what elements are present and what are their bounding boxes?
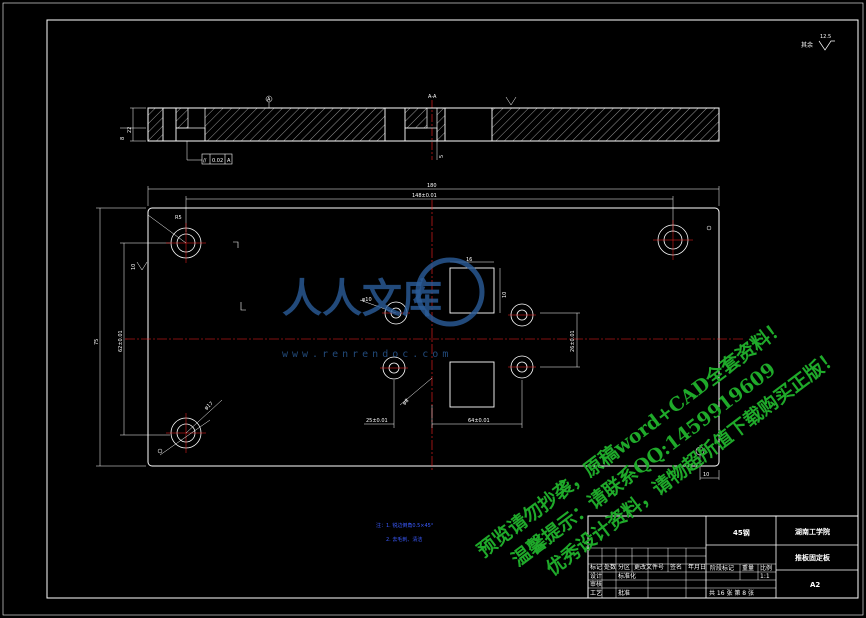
tb-scale: 1:1 [760,573,770,580]
section-view: 22 8 5 // 0.02 A A A-A [120,94,720,165]
small-hole-2 [508,303,536,327]
notes-line2: 2. 去毛刺、清洁 [386,536,422,543]
tb-mark: 标记 [590,563,602,571]
roughness-value: 12.5 [820,34,831,40]
plate-outline [147,207,720,467]
roughness-symbol: 其余 12.5 [801,34,835,51]
watermark-logo: 人人文库 [282,276,442,322]
square-opening-bottom [449,361,495,408]
dim-square-h: 10 [502,292,508,298]
tb-date: 年月日 [688,563,706,571]
tb-drawing-no: A2 [810,581,820,589]
logo-watermark: 人人文库 www.renrendoc.com [282,257,485,360]
tb-standard: 标准化 [618,572,636,580]
tb-change: 更改文件号 [634,563,664,571]
tol-symbol: // [203,158,207,164]
watermark-line2: 温馨提示：请联系QQ:1459919609 [507,358,780,572]
tb-approve: 批准 [618,589,630,597]
datum-a-label: A [267,97,271,103]
dim-hole-vspan: 62±0.01 [118,330,124,352]
dim-corner-radius: R5 [175,215,182,221]
tb-zone: 分区 [618,563,630,571]
dim-edge: 10 [131,264,137,270]
square-opening-top [449,267,495,314]
dim-square-w: 16 [466,257,472,263]
dim-large-dia: φ17 [203,401,214,412]
dim-step2: 5 [439,155,445,158]
tb-count: 处数 [604,563,616,571]
dim-corner-offset: 10 [703,472,709,478]
dim-bottom-h1: 25±0.01 [366,418,388,424]
small-hole-3 [380,356,408,380]
tech-notes: 注： 1. 锐边倒角0.5×45° 2. 去毛刺、清洁 [376,522,434,543]
dim-bottom-h2: 64±0.01 [468,418,490,424]
tb-process: 工艺 [590,589,602,597]
plan-view: 180 148±0.01 75 62±0.01 10 [94,183,745,480]
tol-datum: A [227,158,231,164]
tb-material: 45钢 [733,528,750,537]
roughness-note: 其余 [801,41,813,49]
tol-value: 0.02 [212,158,223,164]
dim-thickness: 22 [127,127,133,133]
text-watermark: 预览请勿抄袭，原稿word+CAD全套资料！ 温馨提示：请联系QQ:145991… [473,315,844,581]
tb-sign: 签名 [670,563,682,571]
dim-mid-dia: φ10 [362,297,372,303]
notes-title: 注： [376,522,386,529]
tb-company: 湖南工学院 [795,527,830,536]
section-label: A-A [428,94,437,100]
tb-stage: 阶段标记 [710,564,734,572]
watermark-url: www.renrendoc.com [282,349,452,360]
tb-check: 审核 [590,580,602,588]
notes-line1: 1. 锐边倒角0.5×45° [386,522,434,529]
small-hole-4 [508,355,536,379]
inner-frame [46,19,859,599]
tb-weight: 重量 [742,564,754,572]
corner-hole-tr [653,220,693,260]
dim-right-v: 26±0.01 [570,330,576,352]
dim-overall-width: 180 [427,183,437,189]
title-block: 45钢 湖南工学院 推板固定板 A2 1:1 共 16 张 第 8 张 设计 标… [587,515,859,599]
dim-hole-span: 148±0.01 [412,193,437,199]
dim-overall-height: 75 [94,339,100,345]
dim-small-dia: φ8 [401,398,410,407]
tb-designer: 设计 [590,572,602,580]
tb-sheet: 共 16 张 第 8 张 [709,589,754,597]
tb-part-name: 推板固定板 [795,553,831,562]
tb-scale-label: 比例 [760,564,772,572]
dim-step: 8 [120,137,126,140]
